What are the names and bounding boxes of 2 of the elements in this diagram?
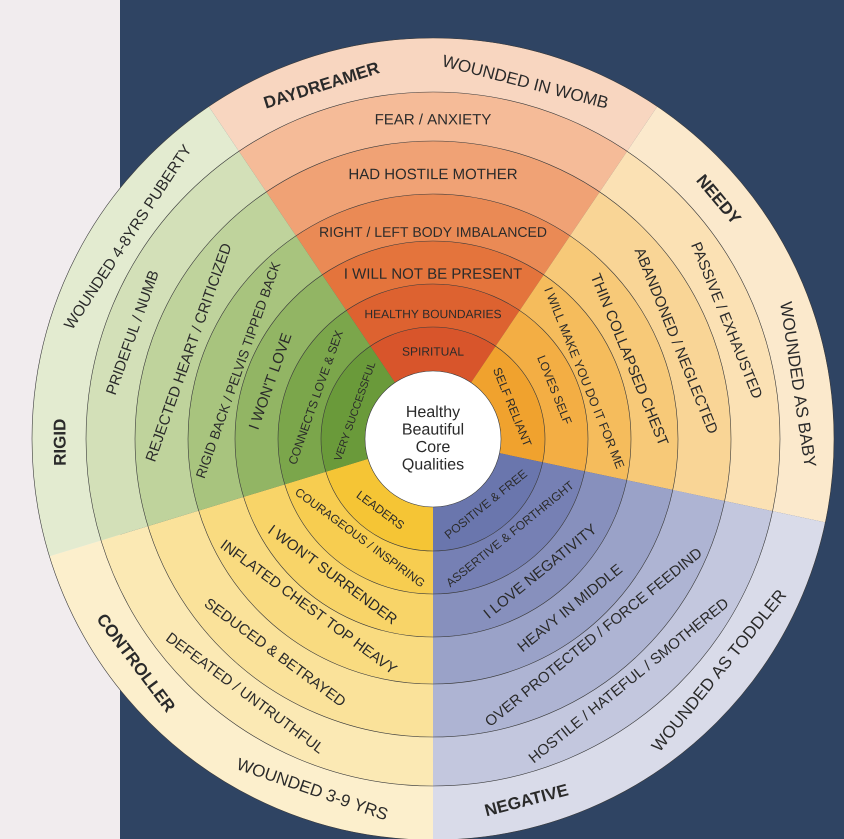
wheel-segment: I WILL NOT BE PRESENT: [322, 241, 544, 310]
wheel-segment: HEALTHY BOUNDARIES: [346, 284, 520, 346]
